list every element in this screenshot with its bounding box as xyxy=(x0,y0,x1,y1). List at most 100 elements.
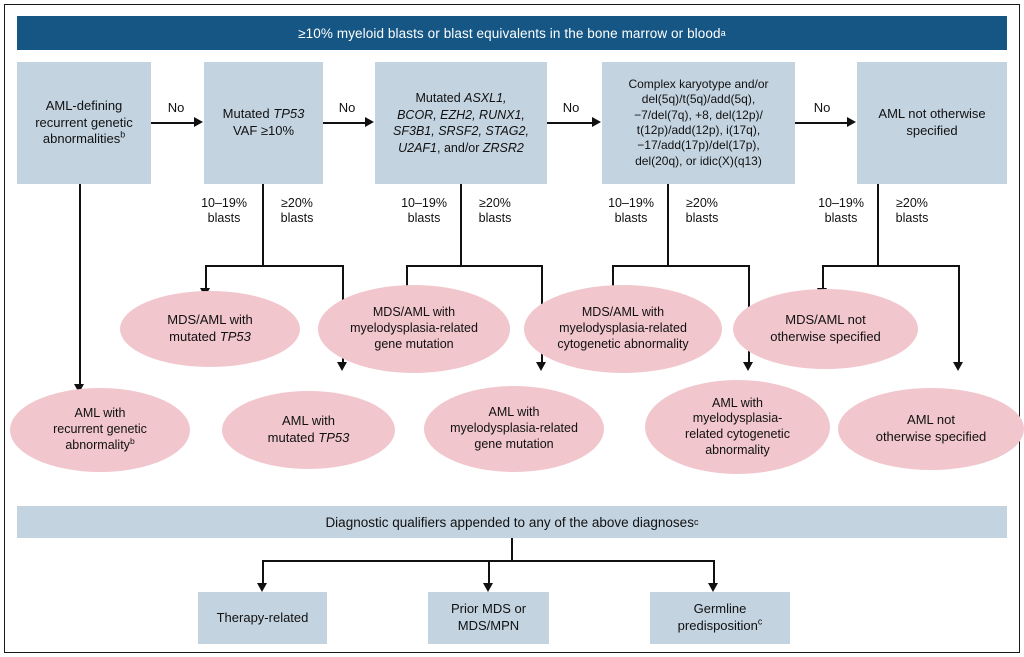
decision-amlnos-line1: AML not otherwise xyxy=(878,106,986,122)
blast-high-3-line2: blasts xyxy=(478,211,512,226)
blast-low-4-line2: blasts xyxy=(614,211,648,226)
aml-recurrent-line3: abnormality xyxy=(65,437,130,452)
decision-genes-line4a: U2AF1 xyxy=(398,140,438,155)
qualifier-arrowhead-left xyxy=(257,583,267,592)
no-arrow-head-3 xyxy=(592,117,601,127)
aml-tp53-gene: TP53 xyxy=(318,430,350,445)
qualifier-therapy-line1: Therapy-related xyxy=(216,609,309,625)
blast-label-low-5: 10–19%blasts xyxy=(805,196,877,227)
outcome-aml-nos[interactable]: AML not otherwise specified xyxy=(838,388,1024,470)
decision-genes-prefix: Mutated xyxy=(415,91,465,105)
blast-low-3-line1: 10–19% xyxy=(401,196,447,210)
outcome-aml-mr-cyto[interactable]: AML with myelodysplasia- related cytogen… xyxy=(645,380,830,474)
aml-mrcyto-line2: myelodysplasia- xyxy=(692,411,783,426)
mds-nos-line1: MDS/AML not xyxy=(785,312,866,328)
aml-nos-line1: AML not xyxy=(907,412,955,428)
blast-high-2-line2: blasts xyxy=(280,211,314,226)
aml-mrgene-line2: myelodysplasia-related xyxy=(450,421,578,436)
qualifier-germline-line2: predisposition xyxy=(677,618,758,633)
mds-tp53-line2a: mutated xyxy=(169,329,220,344)
no-label-4: No xyxy=(813,100,831,115)
decision-aml-defining-line3: abnormalities xyxy=(42,131,121,147)
blast-label-high-2: ≥20%blasts xyxy=(266,196,328,227)
aml-nos-line2: otherwise specified xyxy=(875,429,987,444)
mds-mrgene-line1: MDS/AML with xyxy=(372,305,456,320)
column1-stem xyxy=(79,184,81,387)
decision-box-mutated-tp53[interactable]: Mutated TP53 VAF ≥10% xyxy=(204,62,323,184)
decision-aml-defining-line2: recurrent genetic xyxy=(35,114,133,130)
qualifier-box-prior-mds[interactable]: Prior MDS or MDS/MPN xyxy=(428,592,549,644)
outcome-mds-aml-mutated-tp53[interactable]: MDS/AML with mutated TP53 xyxy=(120,291,300,367)
qualifier-box-therapy-related[interactable]: Therapy-related xyxy=(198,592,327,644)
column5-fork-bar xyxy=(822,265,959,267)
qualifier-arrowhead-right xyxy=(708,583,718,592)
decision-cyto-line2: del(5q)/t(5q)/add(5q), xyxy=(641,92,756,107)
decision-tp53-line1: Mutated xyxy=(222,106,274,122)
decision-amlnos-line2: specified xyxy=(906,123,958,138)
no-arrow-head-1 xyxy=(194,117,203,127)
outcome-mds-aml-nos[interactable]: MDS/AML not otherwise specified xyxy=(733,289,918,369)
mds-mrcyto-line1: MDS/AML with xyxy=(581,305,665,320)
blast-label-low-2: 10–19%blasts xyxy=(188,196,260,227)
decision-tp53-line2: VAF ≥10% xyxy=(232,123,295,138)
blast-label-low-3: 10–19%blasts xyxy=(388,196,460,227)
outcome-aml-mutated-tp53[interactable]: AML with mutated TP53 xyxy=(222,391,395,469)
qualifier-germline-line1: Germline xyxy=(693,601,747,617)
column2-right-arrowhead xyxy=(337,362,347,371)
no-arrow-head-2 xyxy=(365,117,374,127)
qualifier-drop-left xyxy=(262,560,264,585)
aml-tp53-line1: AML with xyxy=(282,413,335,429)
qualifier-drop-right xyxy=(713,560,715,585)
blast-label-low-4: 10–19%blasts xyxy=(595,196,667,227)
qualifier-stem xyxy=(511,538,513,561)
blast-high-5-line1: ≥20% xyxy=(896,196,928,210)
qualifier-arrowhead-middle xyxy=(483,583,493,592)
qualifier-drop-middle xyxy=(488,560,490,585)
decision-cyto-line3: −7/del(7q), +8, del(12p)/ xyxy=(634,107,763,122)
blast-high-2-line1: ≥20% xyxy=(281,196,313,210)
outcome-mds-aml-mr-gene[interactable]: MDS/AML with myelodysplasia-related gene… xyxy=(318,285,510,373)
qualifier-box-germline[interactable]: Germline predispositionc xyxy=(650,592,790,644)
outcome-mds-aml-mr-cyto[interactable]: MDS/AML with myelodysplasia-related cyto… xyxy=(524,285,722,373)
aml-tp53-line2a: mutated xyxy=(267,430,319,445)
column4-fork-bar xyxy=(612,265,749,267)
column4-stem xyxy=(667,184,669,266)
aml-mrcyto-line1: AML with xyxy=(712,395,763,410)
outcome-aml-mr-gene[interactable]: AML with myelodysplasia-related gene mut… xyxy=(424,386,604,472)
blast-low-2-line1: 10–19% xyxy=(201,196,247,210)
decision-aml-defining-superscript: b xyxy=(120,130,126,141)
top-banner: ≥10% myeloid blasts or blast equivalents… xyxy=(17,16,1007,50)
outcome-aml-recurrent-genetic[interactable]: AML with recurrent genetic abnormalityb xyxy=(10,388,190,472)
blast-low-5-line2: blasts xyxy=(824,211,858,226)
blast-high-3-line1: ≥20% xyxy=(479,196,511,210)
qualifier-priormds-line2: MDS/MPN xyxy=(457,618,520,633)
column2-stem xyxy=(262,184,264,266)
qualifier-germline-superscript: c xyxy=(757,616,763,627)
aml-recurrent-superscript: b xyxy=(129,435,135,446)
figure-border xyxy=(4,4,1020,653)
decision-cyto-line6: del(20q), or idic(X)(q13) xyxy=(635,153,762,168)
qualifier-banner-text: Diagnostic qualifiers appended to any of… xyxy=(325,514,694,530)
decision-box-cytogenetics[interactable]: Complex karyotype and/or del(5q)/t(5q)/a… xyxy=(602,62,795,184)
aml-mrgene-line1: AML with xyxy=(488,405,540,420)
blast-label-high-3: ≥20%blasts xyxy=(464,196,526,227)
column2-fork-bar xyxy=(205,265,343,267)
decision-genes-line2: BCOR, EZH2, RUNX1, xyxy=(397,107,525,122)
decision-aml-defining-line1: AML-defining xyxy=(45,97,123,113)
no-label-2: No xyxy=(338,100,356,115)
column5-left-drop xyxy=(822,265,824,291)
mds-mrgene-line2: myelodysplasia-related xyxy=(350,321,478,336)
aml-recurrent-line1: AML with xyxy=(74,406,126,421)
decision-tp53-gene: TP53 xyxy=(273,106,305,122)
blast-label-high-5: ≥20%blasts xyxy=(881,196,943,227)
blast-low-4-line1: 10–19% xyxy=(608,196,654,210)
column5-stem xyxy=(877,184,879,266)
mds-tp53-line1: MDS/AML with xyxy=(167,312,253,328)
blast-label-high-4: ≥20%blasts xyxy=(671,196,733,227)
decision-genes-line4b: , and/or xyxy=(437,140,483,155)
decision-box-aml-nos[interactable]: AML not otherwise specified xyxy=(857,62,1007,184)
decision-box-aml-defining[interactable]: AML-defining recurrent genetic abnormali… xyxy=(17,62,151,184)
decision-box-mds-gene-mutations[interactable]: Mutated ASXL1, BCOR, EZH2, RUNX1, SF3B1,… xyxy=(375,62,547,184)
decision-genes-line1: ASXL1, xyxy=(464,91,507,105)
